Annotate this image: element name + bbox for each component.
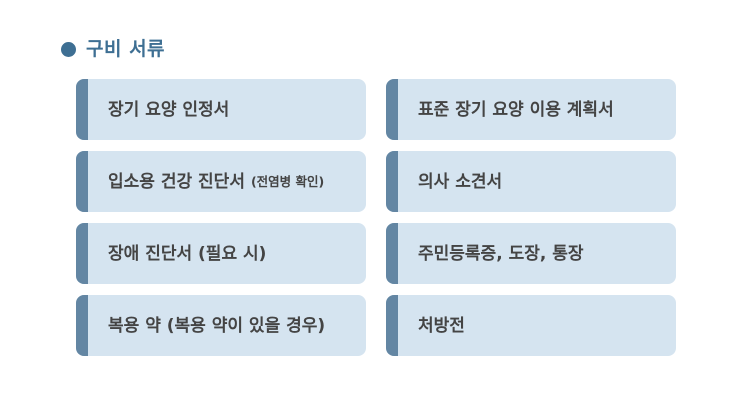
document-label: 입소용 건강 진단서 [108, 171, 245, 192]
section-title: 구비 서류 [86, 38, 166, 60]
document-item-standard-care-plan: 표준 장기 요양 이용 계획서 [386, 79, 676, 140]
document-label: 의사 소견서 [418, 171, 503, 192]
document-label: 표준 장기 요양 이용 계획서 [418, 99, 614, 120]
document-label: 장기 요양 인정서 [108, 99, 230, 120]
document-item-medication: 복용 약 (복용 약이 있을 경우) [76, 295, 366, 356]
section-header: 구비 서류 [61, 36, 165, 62]
document-label: 처방전 [418, 315, 465, 336]
document-item-long-term-care-certificate: 장기 요양 인정서 [76, 79, 366, 140]
document-item-id-stamp-bankbook: 주민등록증, 도장, 통장 [386, 223, 676, 284]
document-item-doctor-opinion: 의사 소견서 [386, 151, 676, 212]
document-note: (전염병 확인) [250, 173, 325, 189]
document-label: 장애 진단서 (필요 시) [108, 243, 267, 264]
document-item-disability-certificate: 장애 진단서 (필요 시) [76, 223, 366, 284]
document-label: 복용 약 (복용 약이 있을 경우) [108, 315, 326, 336]
bullet-icon [61, 41, 76, 57]
document-label: 주민등록증, 도장, 통장 [418, 243, 584, 264]
document-item-prescription: 처방전 [386, 295, 676, 356]
document-item-health-certificate: 입소용 건강 진단서 (전염병 확인) [76, 151, 366, 212]
documents-grid: 장기 요양 인정서 표준 장기 요양 이용 계획서 입소용 건강 진단서 (전염… [76, 79, 676, 356]
